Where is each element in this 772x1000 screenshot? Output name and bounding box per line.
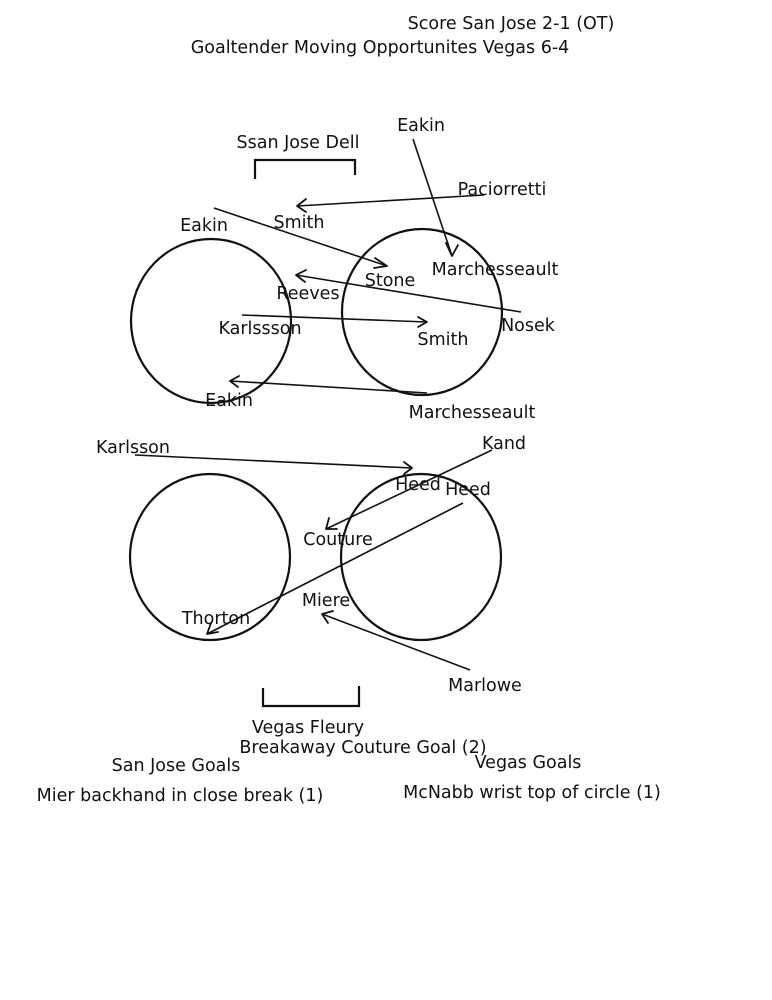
- bottom-zone: Karlsson Kand Heed Heed Couture Miere Th…: [96, 434, 526, 758]
- player-label: Nosek: [501, 316, 556, 336]
- arrow-head: [325, 517, 338, 530]
- player-label: Marlowe: [448, 676, 522, 696]
- player-label: Miere: [302, 591, 350, 611]
- arrow-head: [445, 242, 459, 257]
- chances-subtitle: Goaltender Moving Opportunites Vegas 6-4: [191, 38, 570, 58]
- san-jose-goals-title: San Jose Goals: [112, 756, 241, 776]
- top-net: [253, 158, 357, 179]
- vegas-goal-1: McNabb wrist top of circle (1): [403, 783, 661, 803]
- bottom-left-circle: [128, 472, 292, 642]
- pass-line: [325, 449, 493, 530]
- san-jose-goal-1: Mier backhand in close break (1): [37, 786, 324, 806]
- top-zone: Ssan Jose Dell Eakin Paciorretti Smith E…: [129, 116, 559, 423]
- goal-summary: San Jose Goals Mier backhand in close br…: [37, 753, 661, 806]
- player-label: Marchesseault: [432, 260, 559, 280]
- player-label: Karlssson: [218, 319, 301, 339]
- player-label: Karlsson: [96, 438, 170, 458]
- bottom-net: [261, 686, 361, 708]
- player-label: Kand: [482, 434, 526, 454]
- pass-line: [296, 194, 485, 207]
- arrow-head: [417, 316, 428, 328]
- pass-line: [321, 613, 471, 671]
- top-goalie-label: Ssan Jose Dell: [237, 133, 360, 153]
- top-left-circle: [129, 237, 293, 405]
- arrow-head: [373, 257, 388, 269]
- player-label: Smith: [274, 213, 325, 233]
- top-right-circle: [340, 227, 504, 397]
- pass-line: [229, 380, 428, 394]
- breakaway-note: Breakaway Couture Goal (2): [239, 738, 486, 758]
- player-label: Couture: [303, 530, 373, 550]
- bottom-goalie-label: Vegas Fleury: [252, 718, 364, 738]
- pass-line: [134, 454, 413, 469]
- player-label: Eakin: [205, 391, 253, 411]
- arrow-head: [206, 622, 219, 635]
- pass-line: [206, 502, 464, 635]
- player-label: Eakin: [180, 216, 228, 236]
- player-label: Eakin: [397, 116, 445, 136]
- player-label: Stone: [365, 271, 416, 291]
- player-label: Smith: [418, 330, 469, 350]
- arrow-head: [321, 610, 334, 624]
- player-label: Reeves: [276, 284, 339, 304]
- arrow-head: [296, 198, 307, 213]
- vegas-goals-title: Vegas Goals: [475, 753, 582, 773]
- player-label: Heed: [445, 480, 491, 500]
- score-title: Score San Jose 2-1 (OT): [408, 14, 615, 34]
- player-label: Thorton: [181, 609, 250, 629]
- pass-line: [295, 274, 522, 313]
- arrow-head: [295, 269, 307, 283]
- pass-line: [213, 207, 388, 267]
- player-label: Heed: [395, 475, 441, 495]
- pass-line: [241, 314, 428, 323]
- player-label: Marchesseault: [409, 403, 536, 423]
- arrow-head: [403, 461, 413, 475]
- bottom-right-circle: [339, 472, 503, 642]
- arrow-head: [229, 375, 240, 388]
- player-label: Paciorretti: [458, 180, 547, 200]
